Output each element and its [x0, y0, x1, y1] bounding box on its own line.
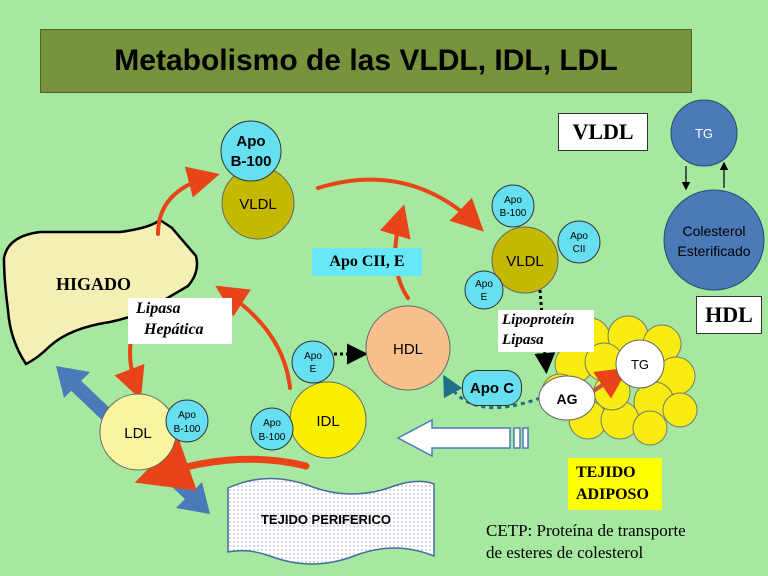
apo-b100-top-circle — [220, 120, 282, 182]
arrow-ag-to-tg — [590, 367, 629, 399]
apo-b100-idl-label-2: B-100 — [259, 432, 286, 443]
apo-b100-idl-circle — [250, 407, 294, 451]
apo-cii-e-box: Apo CII, E — [312, 248, 422, 276]
page-title: Metabolismo de las VLDL, IDL, LDL — [114, 44, 618, 77]
arrow-vldl-to-ag — [534, 289, 556, 374]
vldl-right-circle — [491, 226, 559, 294]
apo-cii-right-circle — [557, 220, 601, 264]
apo-b100-right-label-1: Apo — [504, 195, 522, 206]
vldl-legend-box: VLDL — [558, 113, 648, 151]
vldl-right-label: VLDL — [506, 253, 544, 270]
higado-label: HIGADO — [56, 274, 131, 294]
arrow-vldl-to-vldl — [316, 177, 484, 232]
apo-c-label: Apo C — [469, 379, 515, 397]
hdl-tg-circle — [670, 99, 738, 167]
hdl-colesterol-label-1: Colesterol — [682, 223, 745, 239]
tg-adipose-circle — [615, 339, 665, 389]
hdl-legend-label: HDL — [705, 302, 753, 327]
ag-adipose-label: AG — [557, 391, 578, 407]
lipoprotein-lipasa-box: Lipoproteín Lipasa — [498, 310, 594, 352]
arrow-apo-c-to-hdl — [443, 374, 541, 410]
apo-e-right-circle — [464, 270, 504, 310]
ldl-label: LDL — [124, 425, 152, 442]
apo-cii-right-label-2: CII — [573, 244, 586, 255]
arrow-ldl-to-periphery — [134, 437, 310, 491]
apo-b100-idl-label-1: Apo — [263, 418, 281, 429]
apo-b100-top-label-2: B-100 — [231, 153, 272, 170]
vldl-legend-label: VLDL — [572, 119, 634, 144]
lipoprotein-line-1: Lipoproteín — [502, 312, 575, 328]
cetp-line-1: CETP: Proteína de transporte — [486, 521, 686, 540]
arrow-liver-to-vldl — [156, 166, 220, 236]
idl-label: IDL — [316, 413, 339, 430]
apo-e-mid-circle — [291, 340, 335, 384]
tejido-periferico-label: TEJIDO PERIFERICO — [261, 512, 391, 527]
arrow-idl-to-liver — [215, 285, 292, 390]
apo-c-box: Apo C — [462, 370, 522, 406]
hdl-label: HDL — [393, 341, 423, 358]
title-banner: Metabolismo de las VLDL, IDL, LDL — [40, 29, 692, 93]
white-block-arrow — [396, 418, 529, 458]
lipasa-hepatica-line-2: Hepática — [144, 321, 204, 338]
lipoprotein-line-2: Lipasa — [502, 332, 544, 348]
apo-e-right-label-1: Apo — [475, 279, 493, 290]
apo-e-mid-label-2: E — [310, 364, 317, 375]
apo-e-mid-label-1: Apo — [304, 351, 322, 362]
hdl-tg-label: TG — [695, 126, 713, 141]
tg-adipose-label: TG — [631, 357, 649, 372]
lipasa-hepatica-line-1: Lipasa — [136, 300, 181, 317]
apo-cii-right-label-1: Apo — [570, 231, 588, 242]
apo-e-right-label-2: E — [481, 292, 488, 303]
tejido-adiposo-box: TEJIDO ADIPOSO — [568, 458, 662, 510]
tejido-periferico-banner — [227, 477, 435, 565]
ag-adipose-circle — [538, 375, 596, 421]
apo-b100-right-circle — [491, 184, 535, 228]
apo-b100-ldl-circle — [165, 399, 209, 443]
apo-cii-e-label: Apo CII, E — [329, 253, 405, 270]
apo-b100-ldl-label-2: B-100 — [174, 424, 201, 435]
lipasa-hepatica-box: Lipasa Hepática — [128, 298, 232, 344]
tejido-adiposo-line-1: TEJIDO — [576, 464, 636, 481]
tejido-adiposo-line-2: ADIPOSO — [576, 486, 649, 503]
cetp-note: CETP: Proteína de transporte de esteres … — [486, 520, 766, 564]
hdl-legend-box: HDL — [696, 296, 762, 334]
liver-shape — [2, 218, 199, 366]
apo-b100-ldl-label-1: Apo — [178, 410, 196, 421]
hdl-colesterol-circle — [663, 189, 765, 291]
vldl-top-label: VLDL — [239, 196, 277, 213]
apo-b100-right-label-2: B-100 — [500, 208, 527, 219]
hdl-colesterol-label-2: Esterificado — [677, 243, 750, 259]
apo-b100-top-label-1: Apo — [236, 133, 265, 150]
cetp-line-2: de esteres de colesterol — [486, 543, 644, 562]
hdl-circle — [365, 305, 451, 391]
